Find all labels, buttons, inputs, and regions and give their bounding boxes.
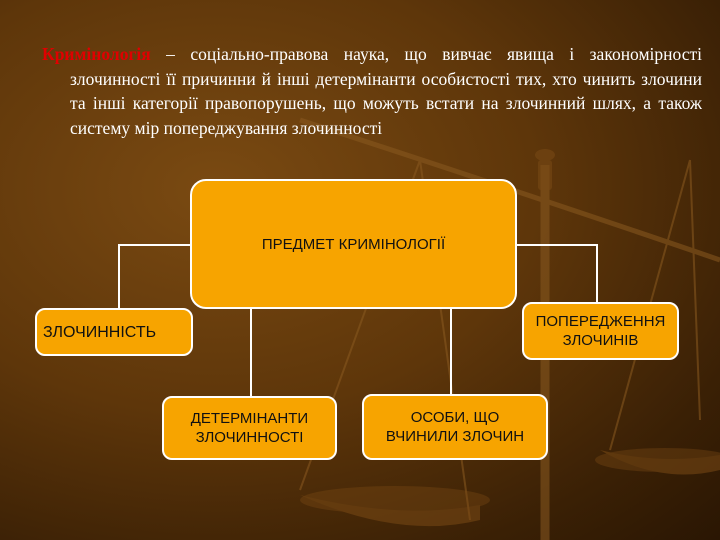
bottom-left-box: ДЕТЕРМІНАНТИ ЗЛОЧИННОСТІ: [162, 396, 337, 460]
right-box: ПОПЕРЕДЖЕННЯ ЗЛОЧИНІВ: [522, 302, 679, 360]
connector-right-vertical: [596, 244, 598, 304]
bottom-right-box: ОСОБИ, ЩО ВЧИНИЛИ ЗЛОЧИН: [362, 394, 548, 460]
intro-definition: Кримінологія – соціально-правова наука, …: [42, 42, 702, 140]
connector-right-horizontal: [515, 244, 597, 246]
center-box: ПРЕДМЕТ КРИМІНОЛОГІЇ: [190, 179, 517, 309]
connector-left-vertical: [118, 244, 120, 310]
intro-term: Кримінологія: [42, 44, 151, 64]
left-box: ЗЛОЧИННІСТЬ: [35, 308, 193, 356]
connector-bottom-right: [450, 308, 452, 396]
connector-bottom-left: [250, 308, 252, 398]
connector-left-horizontal: [118, 244, 192, 246]
intro-text: – соціально-правова наука, що вивчає яви…: [70, 44, 702, 138]
